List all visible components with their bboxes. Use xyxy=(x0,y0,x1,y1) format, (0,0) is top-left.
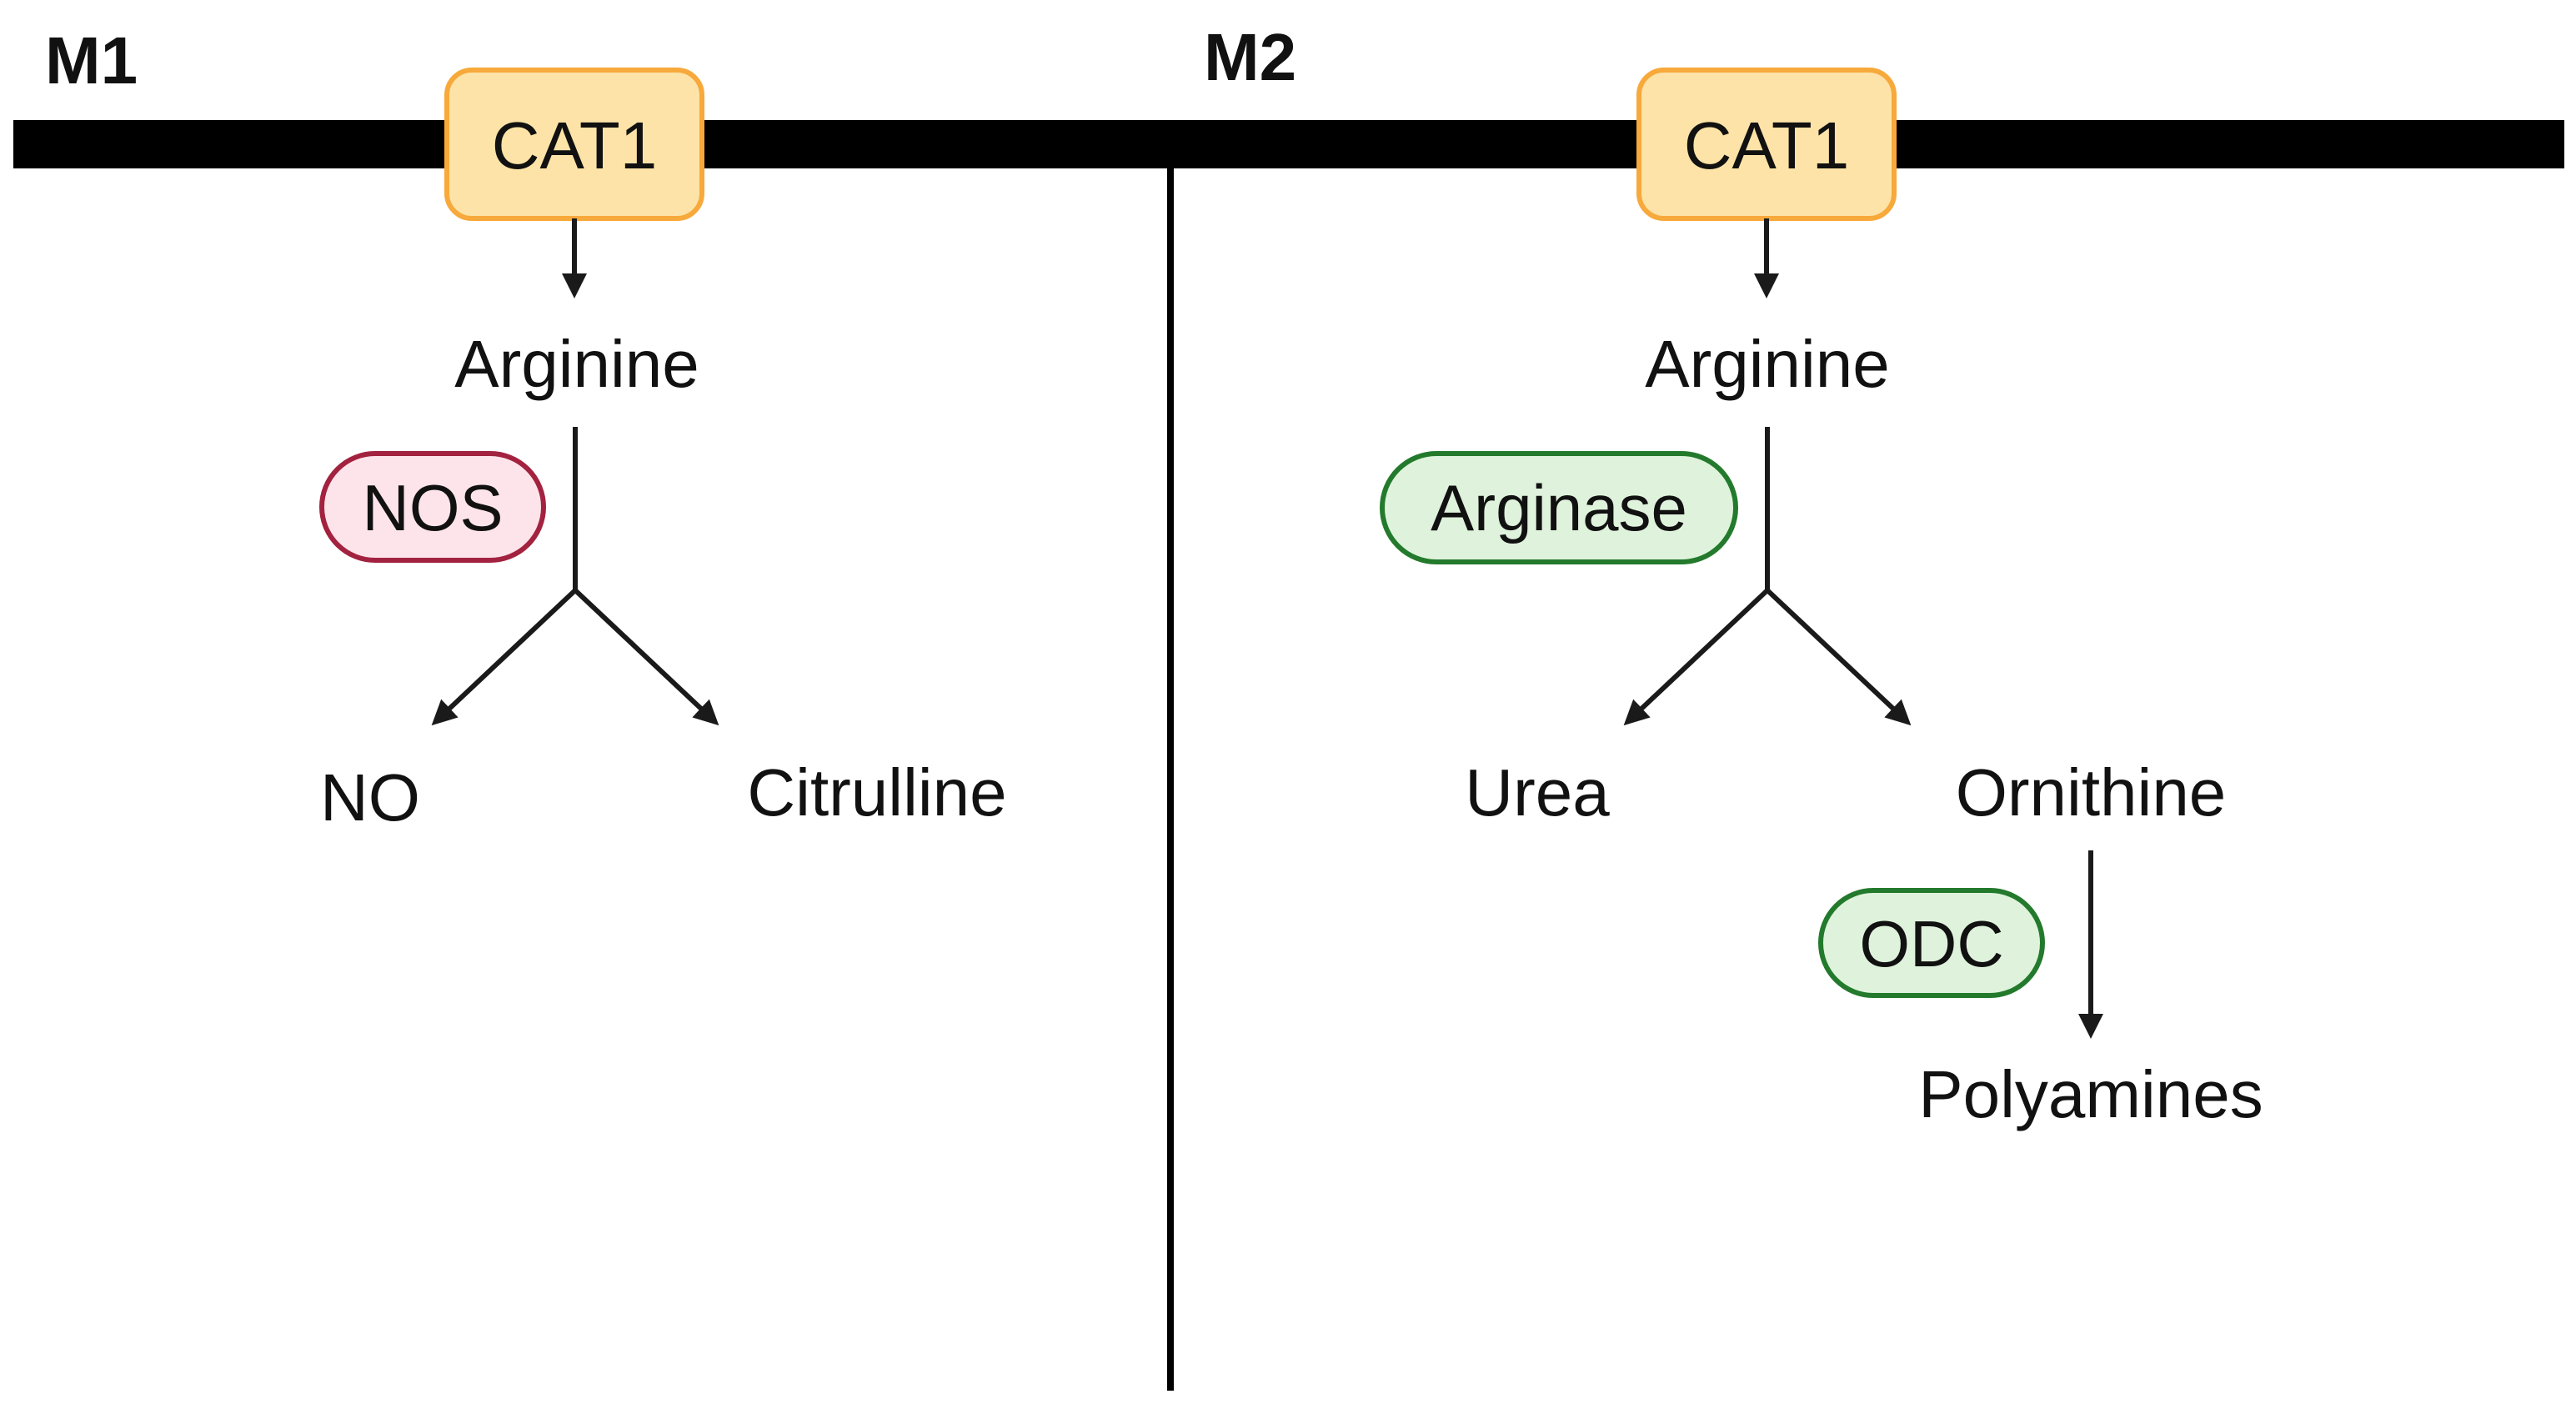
enzyme-pill xyxy=(1818,888,2045,998)
enzyme-label: ODC xyxy=(1859,907,2003,980)
product-no: NO xyxy=(320,760,420,835)
product-polyamines: Polyamines xyxy=(1918,1057,2263,1131)
enzyme-label: Arginase xyxy=(1431,471,1687,544)
product-arrow-no xyxy=(431,588,578,726)
transporter-cat1-m2: CAT1 xyxy=(1636,68,1897,221)
enzyme-pill xyxy=(1380,451,1738,564)
transporter-cat1-m1: CAT1 xyxy=(444,68,704,221)
panel-label-m2: M2 xyxy=(1204,20,1296,94)
product-arrow-urea xyxy=(1623,588,1770,726)
transporter-label: CAT1 xyxy=(1684,108,1850,183)
enzyme-label: NOS xyxy=(362,471,503,544)
enzyme-arginase: Arginase xyxy=(1380,451,1738,564)
enzyme-nos: NOS xyxy=(319,451,546,563)
product-urea: Urea xyxy=(1465,755,1610,830)
enzyme-pill xyxy=(319,451,546,563)
substrate-arginine-m1: Arginine xyxy=(454,327,699,401)
enzyme-odc: ODC xyxy=(1818,888,2045,998)
product-arrow-citrulline xyxy=(573,588,719,726)
product-arrow-ornithine xyxy=(1765,588,1912,726)
panel-label-m1: M1 xyxy=(45,23,138,98)
substrate-arginine-m2: Arginine xyxy=(1645,327,1890,401)
transporter-label: CAT1 xyxy=(492,108,658,183)
product-citrulline: Citrulline xyxy=(747,755,1006,830)
cell-membrane xyxy=(13,120,2564,168)
product-ornithine: Ornithine xyxy=(1956,755,2227,830)
